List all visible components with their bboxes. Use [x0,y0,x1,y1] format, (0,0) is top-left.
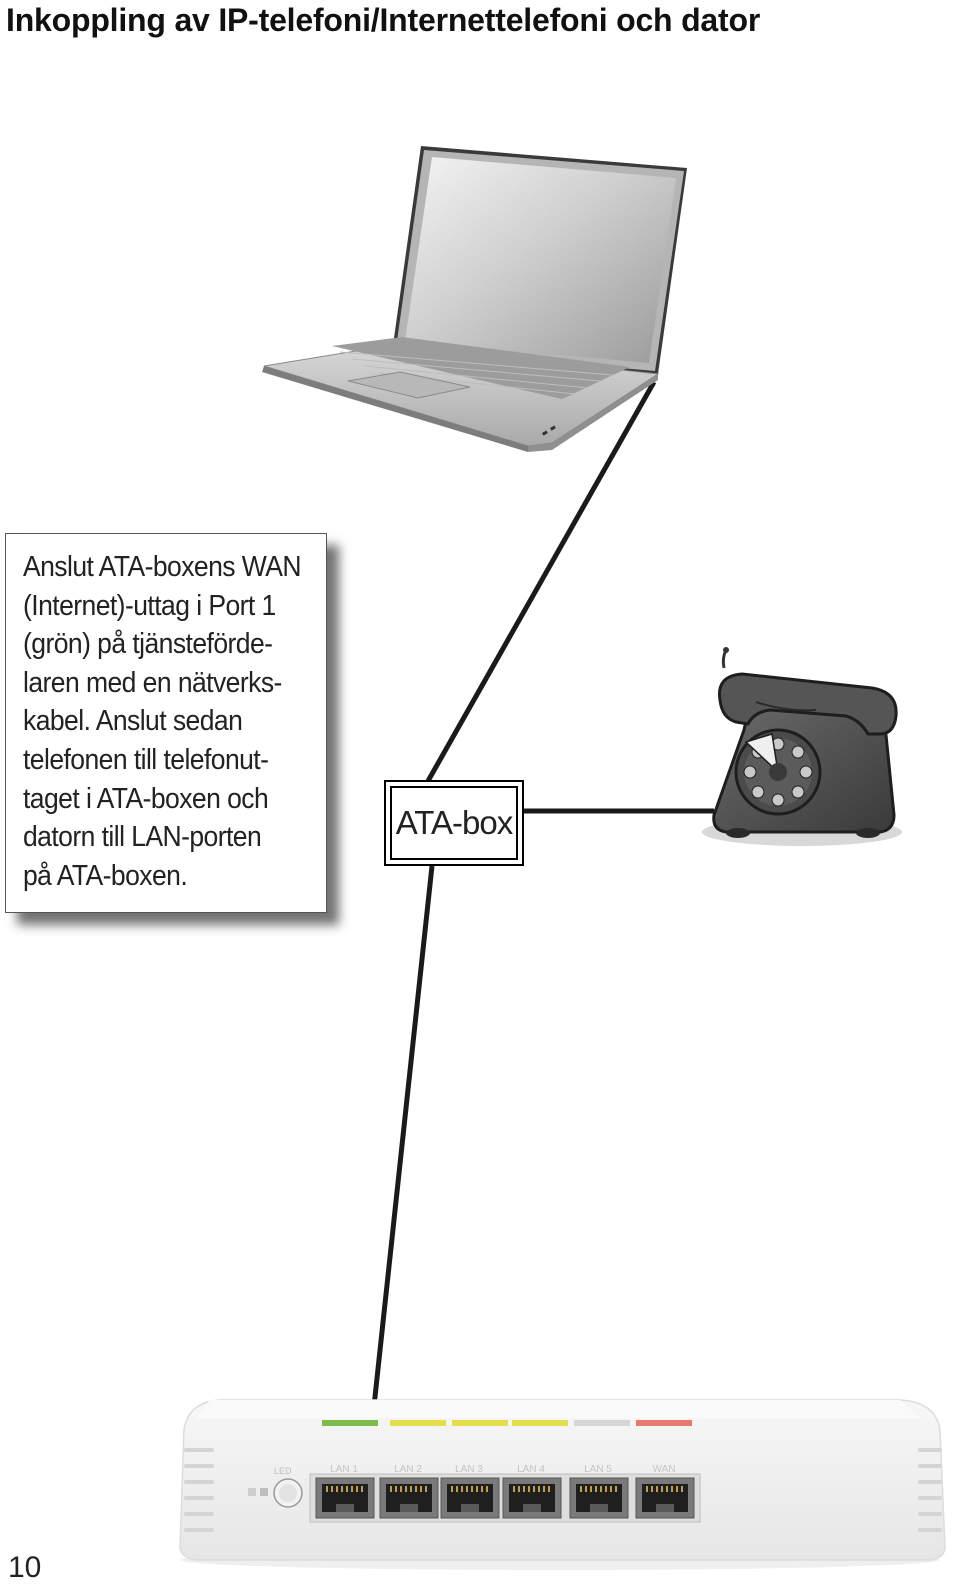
ata-box-node: ATA-box [384,780,524,866]
instruction-line: datorn till LAN-porten [23,821,262,854]
router-icon: LAN 1 LAN 2 LAN 3 LAN 4 LAN 5 WAN LED [179,1399,946,1570]
page-title: Inkoppling av IP-telefoni/Internettelefo… [6,2,761,38]
cable-ata-router [362,865,435,1491]
port-color-strip [390,1420,446,1426]
port-color-strip [512,1420,568,1426]
port-labels: LAN 1 LAN 2 LAN 3 LAN 4 LAN 5 WAN [330,1464,675,1475]
ethernet-port [379,1477,439,1519]
instruction-callout: Anslut ATA-boxens WAN (Internet)-uttag i… [5,533,327,913]
port-color-strip [452,1420,508,1426]
led-label: LED [274,1466,292,1476]
ata-box-label: ATA-box [395,804,513,841]
ethernet-port [315,1477,375,1519]
port-label: LAN 4 [517,1464,545,1475]
port-label: LAN 1 [330,1464,358,1475]
ethernet-port [502,1477,562,1519]
port-label: LAN 2 [394,1464,422,1475]
port-color-strip [636,1420,692,1426]
ethernet-port [569,1477,629,1519]
port-label: LAN 5 [584,1464,612,1475]
port-color-strip [322,1420,378,1426]
ethernet-port [440,1477,500,1519]
instruction-line: laren med en nätverks- [23,666,282,699]
instruction-line: på ATA-boxen. [23,859,188,892]
port-color-strips [322,1420,692,1426]
ata-box-frame: ATA-box [390,786,518,860]
instruction-line: (grön) på tjänsteförde- [23,628,273,661]
instruction-line: kabel. Anslut sedan [23,705,243,738]
instruction-text: Anslut ATA-boxens WAN (Internet)-uttag i… [23,548,302,895]
instruction-line: (Internet)-uttag i Port 1 [23,589,276,622]
rotary-telephone-icon [702,647,902,846]
laptop-icon [262,146,687,452]
cables [362,380,714,1491]
cable-laptop-ata [425,380,657,783]
page-number: 10 [8,1551,42,1584]
port-label: WAN [653,1464,676,1475]
instruction-line: telefonen till telefonut- [23,743,269,776]
port-label: LAN 3 [455,1464,483,1475]
instruction-line: taget i ATA-boxen och [23,782,269,815]
ethernet-ports [315,1477,695,1519]
ethernet-port [635,1477,695,1519]
instruction-line: Anslut ATA-boxens WAN [23,551,302,583]
port-color-strip [574,1420,630,1426]
